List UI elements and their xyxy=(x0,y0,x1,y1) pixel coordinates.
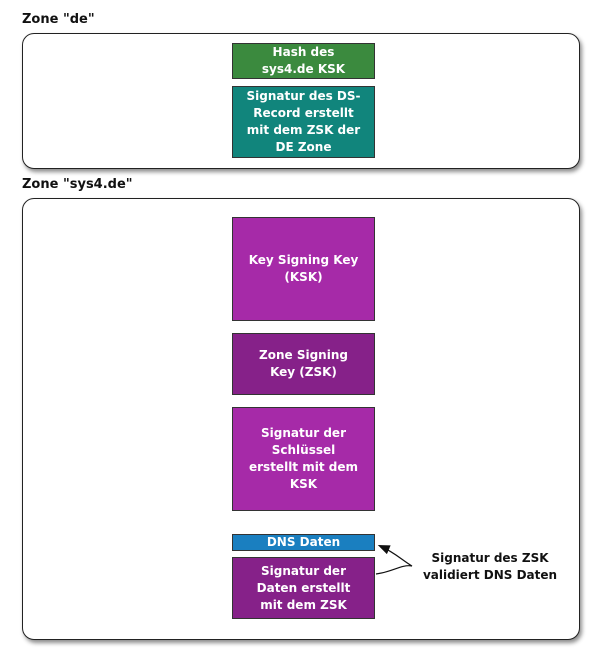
data-signature-box: Signatur der Daten erstellt mit dem ZSK xyxy=(232,557,375,619)
dns-data-box: DNS Daten xyxy=(232,534,375,551)
zsk-box: Zone Signing Key (ZSK) xyxy=(232,333,375,395)
validation-annotation: Signatur des ZSK validiert DNS Daten xyxy=(422,551,558,582)
key-signature-box: Signatur der Schlüssel erstellt mit dem … xyxy=(232,407,375,511)
zone-de-label: Zone "de" xyxy=(22,12,95,27)
zone-sys4-label: Zone "sys4.de" xyxy=(22,177,133,192)
hash-ksk-box: Hash des sys4.de KSK xyxy=(232,43,375,79)
ksk-box: Key Signing Key (KSK) xyxy=(232,217,375,321)
ds-signature-box: Signatur des DS- Record erstellt mit dem… xyxy=(232,86,375,158)
